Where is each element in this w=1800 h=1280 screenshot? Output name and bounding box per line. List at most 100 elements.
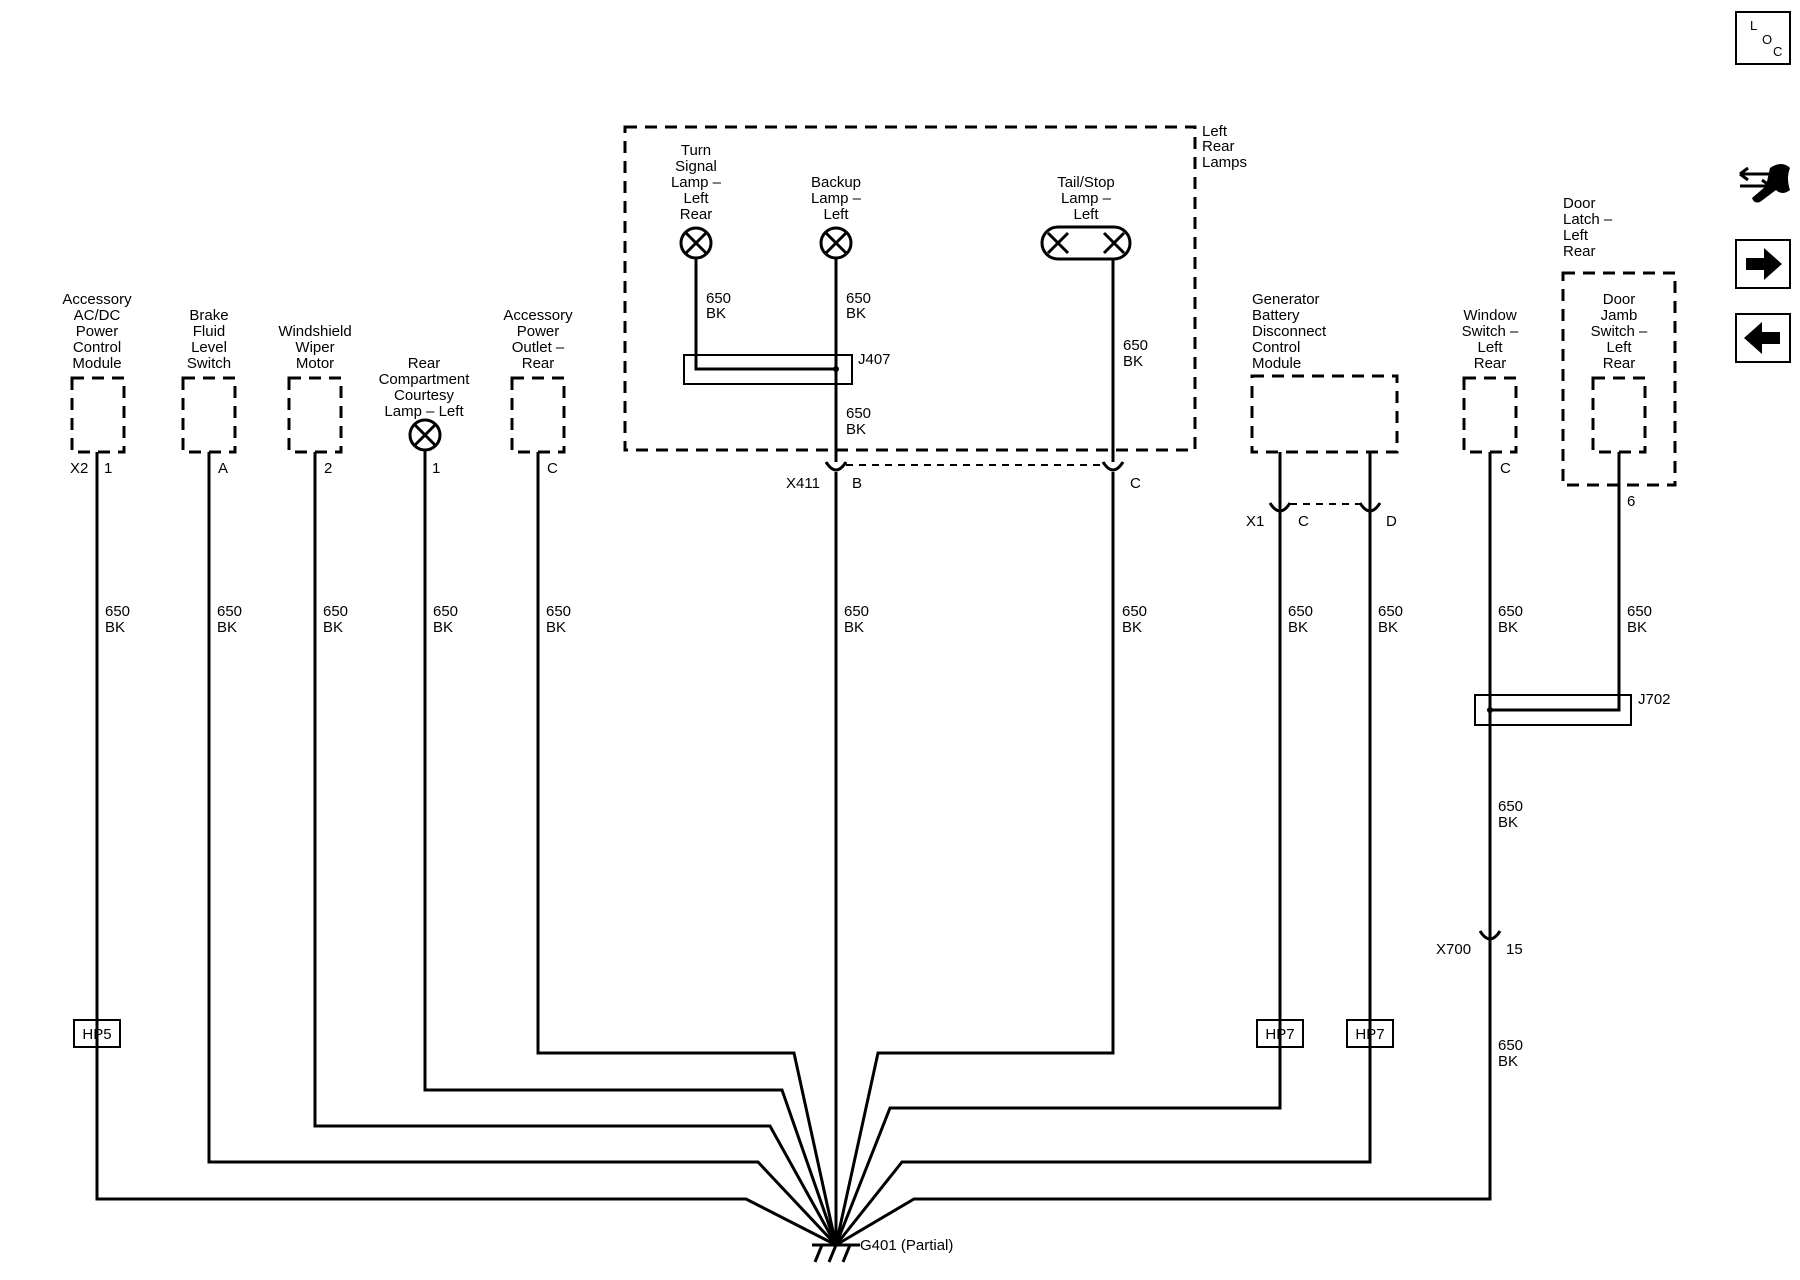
hp5-splice: HP5 xyxy=(73,1019,121,1048)
svg-text:Power: Power xyxy=(76,323,119,340)
svg-text:650: 650 xyxy=(846,405,871,422)
svg-text:650: 650 xyxy=(846,290,871,307)
svg-text:AC/DC: AC/DC xyxy=(74,307,121,324)
power-outlet-label: Accessory Power Outlet – Rear xyxy=(503,307,573,372)
loc-button[interactable]: L O C xyxy=(1735,11,1791,65)
svg-text:BK: BK xyxy=(844,619,864,636)
arrow-right-icon[interactable] xyxy=(1735,239,1791,289)
svg-text:650: 650 xyxy=(706,290,731,307)
svg-text:BK: BK xyxy=(1627,619,1647,636)
svg-text:650: 650 xyxy=(1498,798,1523,815)
svg-text:BK: BK xyxy=(846,305,866,322)
j702-splice xyxy=(1474,694,1632,726)
svg-text:650: 650 xyxy=(844,603,869,620)
svg-text:HP7: HP7 xyxy=(1265,1026,1294,1043)
svg-text:15: 15 xyxy=(1506,941,1523,958)
svg-text:650: 650 xyxy=(433,603,458,620)
svg-text:Left: Left xyxy=(683,190,709,207)
svg-text:Rear: Rear xyxy=(1603,355,1636,372)
x700-label: X700 xyxy=(1436,941,1471,958)
svg-text:Battery: Battery xyxy=(1252,307,1300,324)
svg-text:BK: BK xyxy=(1288,619,1308,636)
svg-text:Lamp –: Lamp – xyxy=(811,190,862,207)
svg-text:Compartment: Compartment xyxy=(379,371,471,388)
svg-text:BK: BK xyxy=(1498,1053,1518,1070)
svg-text:Left: Left xyxy=(1073,206,1099,223)
accessory-acdc-module xyxy=(70,376,126,454)
svg-text:Rear: Rear xyxy=(522,355,555,372)
svg-text:BK: BK xyxy=(105,619,125,636)
svg-text:D: D xyxy=(1386,513,1397,530)
door-jamb-switch xyxy=(1591,376,1647,454)
svg-text:650: 650 xyxy=(1498,603,1523,620)
svg-text:Latch –: Latch – xyxy=(1563,211,1613,228)
svg-text:Disconnect: Disconnect xyxy=(1252,323,1327,340)
svg-text:Left: Left xyxy=(1202,123,1228,140)
svg-text:B: B xyxy=(852,475,862,492)
generator-module-label: Generator Battery Disconnect Control Mod… xyxy=(1252,291,1327,372)
wire-tail-stop xyxy=(834,472,1115,1246)
courtesy-lamp-icon xyxy=(408,418,442,452)
svg-text:Power: Power xyxy=(517,323,560,340)
x411-pin-c xyxy=(1101,461,1125,472)
svg-text:Motor: Motor xyxy=(296,355,334,372)
svg-text:Lamp –: Lamp – xyxy=(1061,190,1112,207)
svg-text:Backup: Backup xyxy=(811,174,861,191)
svg-text:650: 650 xyxy=(1123,337,1148,354)
svg-text:2: 2 xyxy=(324,460,332,477)
svg-text:Accessory: Accessory xyxy=(62,291,132,308)
svg-text:BK: BK xyxy=(1498,814,1518,831)
wire-wiper xyxy=(313,452,838,1246)
wire-window xyxy=(835,452,1492,1247)
svg-text:Courtesy: Courtesy xyxy=(394,387,455,404)
svg-text:Accessory: Accessory xyxy=(503,307,573,324)
svg-text:Rear: Rear xyxy=(1563,243,1596,260)
svg-text:C: C xyxy=(1298,513,1309,530)
svg-text:Rear: Rear xyxy=(680,206,713,223)
svg-text:Windshield: Windshield xyxy=(278,323,351,340)
svg-text:650: 650 xyxy=(1122,603,1147,620)
svg-text:Brake: Brake xyxy=(189,307,228,324)
hp7-splice-d: HP7 xyxy=(1346,1019,1394,1048)
svg-text:Left: Left xyxy=(1477,339,1503,356)
door-latch-label: Door Latch – Left Rear xyxy=(1563,195,1613,260)
wire-generator-d xyxy=(834,452,1372,1246)
svg-text:Tail/Stop: Tail/Stop xyxy=(1057,174,1115,191)
svg-text:Fluid: Fluid xyxy=(193,323,226,340)
svg-text:Lamps: Lamps xyxy=(1202,154,1247,171)
svg-text:BK: BK xyxy=(1378,619,1398,636)
svg-text:Wiper: Wiper xyxy=(295,339,334,356)
svg-text:Module: Module xyxy=(1252,355,1301,372)
svg-text:BK: BK xyxy=(706,305,726,322)
connector-wrench-icon[interactable] xyxy=(1739,164,1790,203)
tail-stop-lamp-icon xyxy=(1040,225,1132,261)
loc-c-text: C xyxy=(1773,44,1782,59)
svg-text:BK: BK xyxy=(1123,353,1143,370)
svg-text:Switch –: Switch – xyxy=(1462,323,1519,340)
arrow-left-icon[interactable] xyxy=(1735,313,1791,363)
svg-text:Module: Module xyxy=(72,355,121,372)
wire-outlet xyxy=(536,452,838,1246)
svg-text:BK: BK xyxy=(433,619,453,636)
svg-text:Level: Level xyxy=(191,339,227,356)
svg-text:C: C xyxy=(1500,460,1511,477)
loc-o-text: O xyxy=(1762,32,1772,47)
turn-signal-lamp-icon xyxy=(679,226,713,260)
brake-fluid-switch xyxy=(181,376,237,454)
hp7-splice-c: HP7 xyxy=(1256,1019,1304,1048)
svg-text:Jamb: Jamb xyxy=(1601,307,1638,324)
svg-text:Outlet –: Outlet – xyxy=(512,339,565,356)
svg-text:Left: Left xyxy=(1563,227,1589,244)
wire-courtesy xyxy=(423,450,838,1246)
power-outlet xyxy=(510,376,566,454)
door-jamb-label: Door Jamb Switch – Left Rear xyxy=(1591,291,1648,372)
svg-text:Control: Control xyxy=(73,339,121,356)
svg-text:650: 650 xyxy=(1288,603,1313,620)
tail-stop-lamp-label: Tail/Stop Lamp – Left xyxy=(1057,174,1115,223)
svg-text:Left: Left xyxy=(1606,339,1632,356)
svg-text:BK: BK xyxy=(1498,619,1518,636)
courtesy-lamp-label: Rear Compartment Courtesy Lamp – Left xyxy=(379,355,471,420)
x1-label: X1 xyxy=(1246,513,1264,530)
svg-text:650: 650 xyxy=(105,603,130,620)
